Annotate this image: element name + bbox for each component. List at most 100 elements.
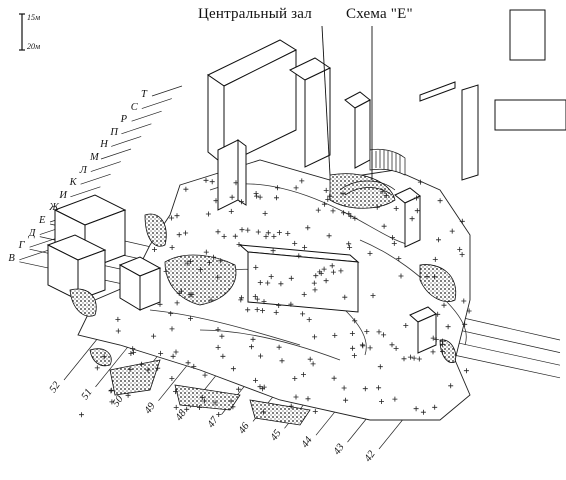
survey-cross: [300, 311, 306, 317]
survey-cross: [94, 365, 100, 371]
survey-cross: [176, 290, 182, 296]
survey-cross: [216, 412, 222, 417]
survey-cross: [155, 365, 161, 371]
survey-cross: [392, 396, 398, 402]
survey-cross: [239, 227, 245, 233]
survey-cross: [441, 302, 447, 308]
survey-cross: [215, 229, 221, 235]
survey-cross: [431, 274, 437, 280]
survey-cross: [403, 323, 409, 328]
survey-cross: [228, 398, 234, 404]
survey-cross: [317, 269, 323, 275]
survey-cross: [169, 215, 175, 221]
grid-row-line: [70, 186, 101, 198]
survey-cross: [389, 342, 395, 348]
survey-cross: [288, 275, 294, 281]
survey-cross: [185, 360, 191, 366]
survey-cross: [239, 295, 244, 301]
survey-cross: [374, 204, 380, 210]
survey-cross: [254, 307, 260, 313]
survey-cross: [273, 309, 279, 315]
survey-cross: [109, 399, 115, 405]
survey-cross: [299, 178, 305, 184]
survey-cross: [312, 334, 318, 340]
survey-cross: [215, 344, 221, 350]
survey-cross: [138, 361, 144, 367]
survey-cross: [207, 260, 212, 266]
survey-cross: [211, 254, 216, 260]
floor-survey-markers: [79, 177, 472, 418]
survey-cross: [131, 349, 137, 355]
survey-cross: [169, 245, 175, 250]
grid-row-line: [111, 136, 142, 147]
survey-cross: [346, 241, 352, 247]
survey-cross: [187, 292, 193, 298]
survey-cross: [130, 346, 136, 352]
survey-cross: [205, 211, 211, 217]
survey-cross: [381, 332, 387, 338]
grid-row-line: [151, 85, 183, 97]
survey-cross: [258, 353, 264, 359]
survey-cross: [127, 366, 133, 372]
survey-cross: [432, 404, 438, 410]
survey-cross: [260, 409, 266, 415]
survey-cross: [367, 345, 373, 351]
survey-cross: [268, 274, 274, 280]
survey-cross: [341, 385, 347, 391]
survey-cross: [278, 281, 284, 287]
survey-cross: [197, 405, 202, 410]
survey-cross: [261, 299, 267, 305]
row-label: В: [8, 252, 15, 264]
survey-cross: [413, 406, 419, 412]
survey-cross: [391, 240, 397, 246]
survey-cross: [202, 372, 208, 378]
scale-bar: [19, 13, 25, 51]
survey-cross: [168, 311, 174, 317]
scheme-e-heading: Схема "Е": [346, 6, 413, 22]
survey-cross: [409, 216, 415, 222]
survey-cross: [274, 195, 279, 201]
survey-cross: [398, 273, 404, 279]
survey-cross: [401, 356, 407, 362]
survey-cross: [293, 185, 299, 191]
survey-cross: [376, 385, 382, 391]
survey-cross: [263, 234, 269, 240]
survey-cross: [230, 366, 236, 372]
heading-leader-lines: [321, 25, 373, 180]
survey-cross: [208, 297, 214, 303]
survey-cross: [169, 326, 175, 332]
survey-cross: [276, 344, 282, 350]
survey-cross: [260, 308, 265, 314]
survey-cross: [254, 296, 260, 302]
survey-cross: [312, 408, 318, 414]
survey-cross: [125, 392, 131, 398]
survey-cross: [184, 406, 190, 412]
survey-cross: [407, 354, 413, 360]
survey-cross: [203, 249, 209, 255]
survey-cross: [255, 229, 261, 235]
row-label: Д: [28, 227, 36, 239]
survey-cross: [305, 396, 311, 402]
survey-cross: [292, 240, 298, 246]
survey-cross: [437, 198, 443, 204]
survey-cross: [176, 232, 182, 238]
survey-cross: [433, 337, 439, 343]
survey-cross: [151, 333, 157, 339]
row-label: Ж: [49, 202, 59, 214]
survey-cross: [245, 227, 251, 233]
grid-column-line: [95, 344, 130, 388]
survey-cross: [170, 353, 176, 359]
row-label: Л: [79, 164, 87, 176]
survey-cross: [276, 303, 282, 308]
survey-cross: [439, 341, 445, 347]
row-label: И: [59, 189, 67, 201]
survey-cross: [364, 329, 370, 335]
survey-cross: [188, 315, 193, 321]
survey-cross: [323, 187, 329, 193]
survey-cross: [347, 245, 353, 250]
survey-cross: [307, 356, 313, 362]
survey-cross: [430, 335, 436, 341]
survey-cross: [430, 349, 436, 355]
survey-cross: [275, 185, 281, 191]
